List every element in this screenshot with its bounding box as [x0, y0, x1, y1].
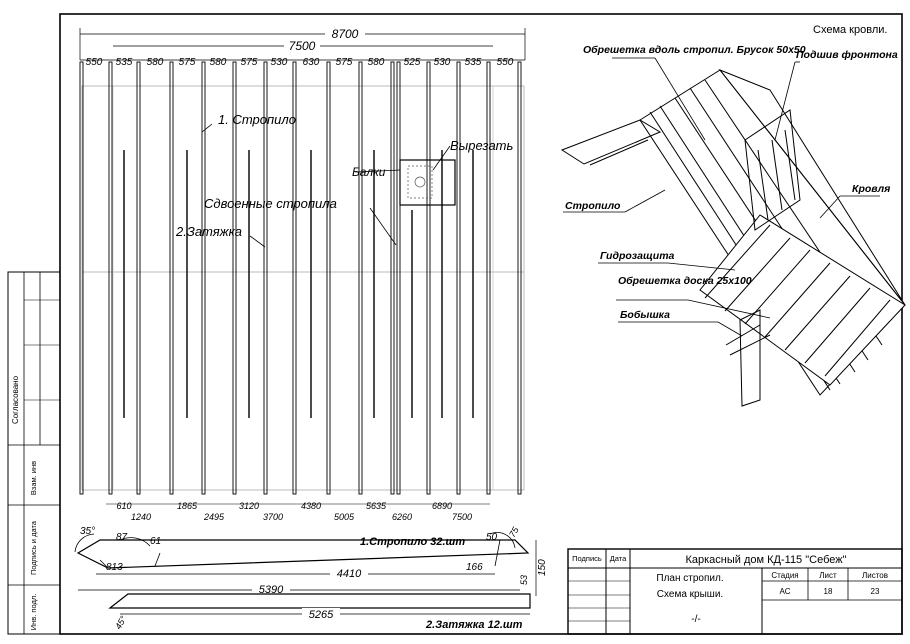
spacing-dim: 630: [303, 57, 320, 68]
iso-fascia-label: Бобышка: [620, 309, 670, 321]
spacing-dim: 575: [241, 57, 258, 68]
spacing-dim: 580: [210, 57, 227, 68]
iso-batten-along-label: Обрешетка вдоль стропил. Брусок 50х50: [583, 44, 806, 56]
tb-sheet-no: 18: [824, 587, 833, 596]
tb-sheet-name-1: План стропил.: [656, 573, 723, 584]
tie-detail-title: 2.Затяжка 12.шт: [425, 619, 523, 631]
spacing-dim: 580: [147, 57, 164, 68]
paired-rafters-label: Сдвоенные стропила: [204, 196, 337, 211]
stamp-sign-date: Подпись и дата: [29, 520, 38, 575]
rafter-dim: 166: [466, 562, 483, 573]
rafter-dim: 61: [150, 536, 161, 547]
member-details: 1.Стропило 32.шт 35° 87 61 813 4410 5390…: [74, 524, 548, 631]
tb-sheet-name-2: Схема крыши.: [657, 589, 723, 600]
bottom-dim: 1240: [131, 512, 151, 522]
spacing-dim: 535: [116, 57, 133, 68]
rafter-plan: 8700 7500 550: [79, 26, 526, 522]
bottom-dim: 3120: [239, 501, 259, 511]
bottom-dim: 2495: [203, 512, 225, 522]
tie-length: 5265: [309, 609, 334, 621]
overall-dim-text: 8700: [332, 27, 359, 41]
iso-gable-lining-label: Подшив фронтона: [796, 49, 898, 61]
spacing-dim: 525: [404, 57, 421, 68]
bottom-dim: 3700: [263, 512, 283, 522]
inner-dim-text: 7500: [289, 39, 316, 53]
rafter-dim: 87: [116, 532, 128, 543]
sheet-corner-title: Схема кровли.: [813, 24, 887, 36]
roof-isometric: [560, 68, 906, 407]
bottom-dim: 5005: [334, 512, 355, 522]
tb-stage: АС: [780, 587, 791, 596]
rafter-dim: 150: [537, 559, 548, 576]
rafter-detail-title: 1.Стропило 32.шт: [360, 536, 465, 548]
iso-roof-label: Кровля: [852, 183, 890, 195]
tb-col-date: Дата: [610, 554, 627, 563]
iso-batten-board-label: Обрешетка доска 25х100: [618, 275, 752, 287]
cut-label: Вырезать: [450, 138, 514, 153]
title-block: [567, 548, 903, 635]
iso-rafter-label: Стропило: [565, 200, 621, 212]
bottom-dim: 6260: [392, 512, 412, 522]
approved-label: Согласовано: [11, 375, 20, 424]
bottom-dim: 1865: [177, 501, 198, 511]
spacing-dim: 535: [465, 57, 482, 68]
rafter-length-4410: 4410: [337, 568, 362, 580]
rafter-label: 1. Стропило: [218, 112, 296, 127]
rafter-angle: 35°: [80, 526, 95, 537]
tb-project: Каркасный дом КД-115 "Себеж": [685, 554, 846, 566]
bottom-dim: 5635: [366, 501, 387, 511]
spacing-dim: 530: [271, 57, 288, 68]
rafter-length-5390: 5390: [259, 584, 284, 596]
tb-sheet-label: Лист: [819, 571, 837, 580]
rafter-dim: 50: [486, 532, 498, 543]
beams-label: Балки: [352, 165, 386, 179]
stamp-replace-inv: Взам. инв: [29, 461, 38, 495]
tb-stage-label: Стадия: [771, 571, 798, 580]
rafter-dim: 53: [519, 575, 529, 585]
spacing-dim: 575: [336, 57, 353, 68]
stamp-inv-orig: Инв. подл.: [29, 594, 38, 631]
tie-label: 2.Затяжка: [175, 224, 242, 239]
bottom-dim: 610: [116, 501, 131, 511]
tb-note: -/-: [691, 614, 700, 625]
bottom-dim: 4380: [301, 501, 321, 511]
tie-angle: 45°: [113, 614, 129, 631]
bottom-dim: 6890: [432, 501, 452, 511]
tb-sheets-total: 23: [871, 587, 880, 596]
left-margin-stamp: [7, 271, 61, 635]
tb-col-sign: Подпись: [572, 554, 602, 563]
opening-frame: [399, 159, 456, 206]
spacing-dim: 575: [179, 57, 196, 68]
spacing-dim: 530: [434, 57, 451, 68]
tb-sheets-label: Листов: [862, 571, 888, 580]
spacing-dim: 550: [86, 57, 103, 68]
rafter-dim: 813: [106, 562, 123, 573]
iso-waterproof-label: Гидрозащита: [600, 250, 675, 262]
spacing-dim: 580: [368, 57, 385, 68]
spacing-dim: 550: [497, 57, 514, 68]
bottom-dim: 7500: [452, 512, 472, 522]
